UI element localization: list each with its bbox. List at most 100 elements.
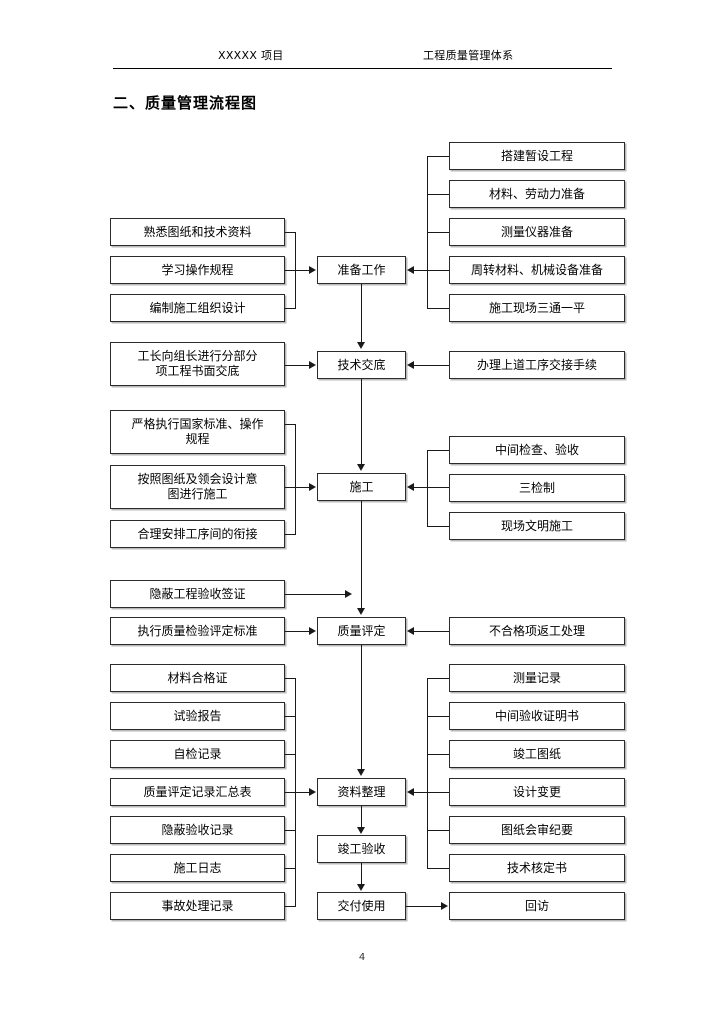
arrow-icon [309, 266, 316, 274]
connector-line [427, 830, 449, 831]
page-number: 4 [358, 952, 366, 963]
arrow-icon [357, 608, 365, 615]
arrow-icon [407, 266, 414, 274]
arrow-icon [309, 788, 316, 796]
flow-box-survey-instrument-prep: 测量仪器准备 [449, 218, 625, 246]
arrow-icon [309, 483, 316, 491]
flow-box-technical-approval-document: 技术核定书 [449, 854, 625, 882]
flow-box-accident-handling-record: 事故处理记录 [110, 892, 285, 920]
flow-box-intermediate-inspection: 中间检查、验收 [449, 436, 625, 464]
flow-node-quality-evaluation: 质量评定 [317, 617, 406, 645]
connector-line [361, 645, 362, 769]
flow-box-rework-nonconforming: 不合格项返工处理 [449, 617, 625, 645]
connector-line [427, 754, 449, 755]
arrow-icon [407, 361, 414, 369]
connector-line [427, 156, 449, 157]
flow-box-quality-summary-table: 质量评定记录汇总表 [110, 778, 285, 806]
flow-box-material-labor-prep: 材料、劳动力准备 [449, 180, 625, 208]
header-divider [113, 68, 612, 69]
flow-box-drawing-review-minutes: 图纸会审纪要 [449, 816, 625, 844]
connector-line [414, 487, 449, 488]
arrow-icon [357, 827, 365, 834]
flow-box-quality-inspection-standard: 执行质量检验评定标准 [110, 617, 285, 645]
page-header: XXXXX 项目 工程质量管理体系 [113, 47, 611, 69]
connector-line [285, 232, 296, 233]
connector-line [285, 270, 312, 271]
flow-box-survey-record: 测量记录 [449, 664, 625, 692]
connector-line [427, 678, 428, 869]
connector-line [361, 806, 362, 828]
connector-line [285, 906, 296, 907]
connector-line [285, 631, 312, 632]
connector-line [427, 232, 449, 233]
flow-node-preparation: 准备工作 [317, 256, 406, 284]
page-title: 二、质量管理流程图 [113, 94, 258, 112]
connector-line [285, 678, 296, 679]
connector-line [361, 501, 362, 608]
arrow-icon [357, 464, 365, 471]
flow-box-process-handover-procedures: 办理上道工序交接手续 [449, 351, 625, 379]
arrow-icon [407, 788, 414, 796]
flow-box-temporary-facilities: 搭建暂设工程 [449, 142, 625, 170]
flow-box-turnover-material-machinery-prep: 周转材料、机械设备准备 [449, 256, 625, 284]
connector-line [295, 424, 296, 535]
flow-box-design-change: 设计变更 [449, 778, 625, 806]
connector-line [285, 308, 296, 309]
flow-box-concealed-acceptance-record: 隐蔽验收记录 [110, 816, 285, 844]
flow-node-completion-acceptance: 竣工验收 [317, 835, 406, 863]
flow-box-prepare-construction-plan: 编制施工组织设计 [110, 294, 285, 322]
flow-box-national-standards: 严格执行国家标准、操作 规程 [110, 410, 285, 454]
connector-line [285, 868, 296, 869]
flow-box-construction-log: 施工日志 [110, 854, 285, 882]
arrow-icon [407, 627, 414, 635]
flow-box-arrange-process-sequence: 合理安排工序间的衔接 [110, 520, 285, 548]
flow-box-civilized-site-construction: 现场文明施工 [449, 512, 625, 540]
flow-box-line1: 工长向组长进行分部分 [137, 349, 258, 364]
flow-box-three-inspection-system: 三检制 [449, 474, 625, 502]
arrow-icon [309, 627, 316, 635]
flow-box-self-inspection-record: 自检记录 [110, 740, 285, 768]
connector-line [427, 716, 449, 717]
connector-line [285, 716, 296, 717]
connector-line [406, 906, 442, 907]
arrow-icon [309, 361, 316, 369]
connector-line [414, 631, 449, 632]
flow-node-data-compilation: 资料整理 [317, 778, 406, 806]
flow-box-line2: 图进行施工 [167, 487, 228, 501]
connector-line [427, 526, 449, 527]
flow-box-follow-design-intent: 按照图纸及领会设计意 图进行施工 [110, 465, 285, 509]
flow-box-line2: 项工程书面交底 [155, 364, 240, 378]
flow-box-material-certificate: 材料合格证 [110, 664, 285, 692]
flow-box-concealed-work-signoff: 隐蔽工程验收签证 [110, 580, 285, 608]
connector-line [427, 868, 449, 869]
header-document-title: 工程质量管理体系 [423, 49, 514, 62]
connector-line [427, 156, 428, 309]
flow-node-construction: 施工 [317, 473, 406, 501]
connector-line [427, 308, 449, 309]
connector-line [427, 450, 449, 451]
flow-box-site-three-connections: 施工现场三通一平 [449, 294, 625, 322]
connector-line [414, 792, 449, 793]
flow-box-intermediate-acceptance-certificate: 中间验收证明书 [449, 702, 625, 730]
arrow-icon [357, 769, 365, 776]
arrow-icon [357, 342, 365, 349]
connector-line [285, 792, 312, 793]
connector-line [414, 270, 449, 271]
arrow-icon [407, 483, 414, 491]
connector-line [285, 365, 312, 366]
flow-box-return-visit: 回访 [449, 892, 625, 920]
flow-box-as-built-drawings: 竣工图纸 [449, 740, 625, 768]
flow-box-test-report: 试验报告 [110, 702, 285, 730]
flow-box-familiarize-drawings: 熟悉图纸和技术资料 [110, 218, 285, 246]
connector-line [361, 379, 362, 464]
flow-node-technical-disclosure: 技术交底 [317, 351, 406, 379]
connector-line [285, 594, 348, 595]
flow-box-study-operating-procedures: 学习操作规程 [110, 256, 285, 284]
connector-line [285, 487, 312, 488]
connector-line [285, 424, 296, 425]
flow-box-foreman-written-disclosure: 工长向组长进行分部分 项工程书面交底 [110, 342, 285, 386]
flow-box-line2: 规程 [185, 432, 210, 446]
connector-line [361, 284, 362, 342]
connector-line [414, 365, 449, 366]
